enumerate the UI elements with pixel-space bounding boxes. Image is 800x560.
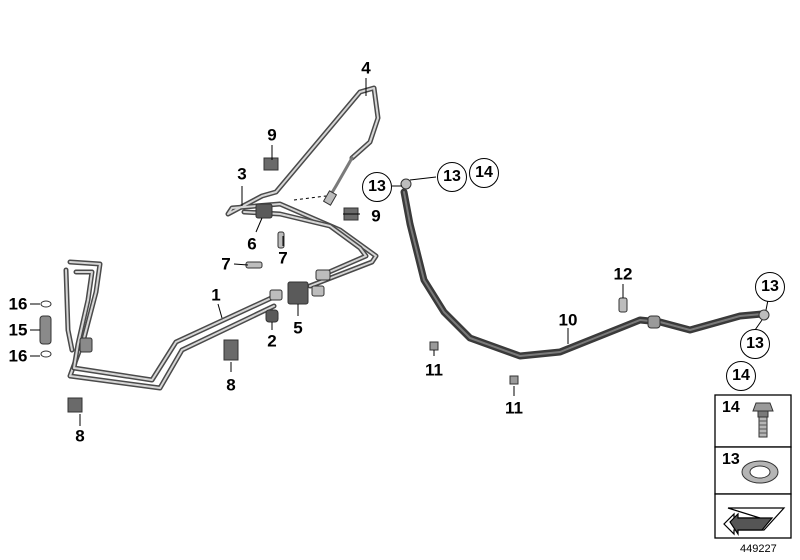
- callout-16: 16: [8, 346, 28, 366]
- callout-9: 9: [267, 125, 277, 145]
- callout-1: 1: [211, 285, 221, 305]
- callout-10: 10: [558, 310, 578, 330]
- callout-8: 8: [226, 375, 236, 395]
- catalog-number: 449227: [740, 543, 777, 555]
- brake-pipe-1: [63, 259, 283, 391]
- callout-9: 9: [371, 206, 381, 226]
- clips: [67, 157, 519, 413]
- callout-13-circled: 13: [437, 162, 467, 192]
- callout-4: 4: [361, 58, 371, 78]
- brake-hose-10: [400, 178, 770, 360]
- banjo-bolt-drawing: [752, 402, 774, 438]
- callout-6: 6: [247, 234, 257, 254]
- callout-15: 15: [8, 320, 28, 340]
- callout-16: 16: [8, 294, 28, 314]
- callout-13-circled: 13: [362, 172, 392, 202]
- callout-7: 7: [221, 254, 231, 274]
- legend-frame: [714, 394, 792, 539]
- legend-13-label: 13: [722, 451, 740, 468]
- brake-pipe-3: [225, 85, 381, 289]
- distributor-block: [255, 203, 331, 323]
- callout-11: 11: [425, 360, 443, 380]
- callout-5: 5: [293, 318, 303, 338]
- callout-3: 3: [237, 164, 247, 184]
- sleeve-and-orings: [39, 300, 52, 358]
- callout-7: 7: [278, 248, 288, 268]
- callout-8: 8: [75, 426, 85, 446]
- callout-13-circled: 13: [740, 329, 770, 359]
- callout-12: 12: [613, 264, 633, 284]
- callout-14-circled: 14: [469, 158, 499, 188]
- callout-14-circled: 14: [726, 361, 756, 391]
- legend-14-label: 14: [722, 399, 740, 416]
- sealing-ring-drawing: [741, 460, 779, 484]
- callout-11: 11: [505, 398, 523, 418]
- callout-2: 2: [267, 331, 277, 351]
- arrow-symbol-drawing: [723, 507, 786, 536]
- leader-lines: [30, 78, 769, 426]
- callout-13-circled: 13: [755, 272, 785, 302]
